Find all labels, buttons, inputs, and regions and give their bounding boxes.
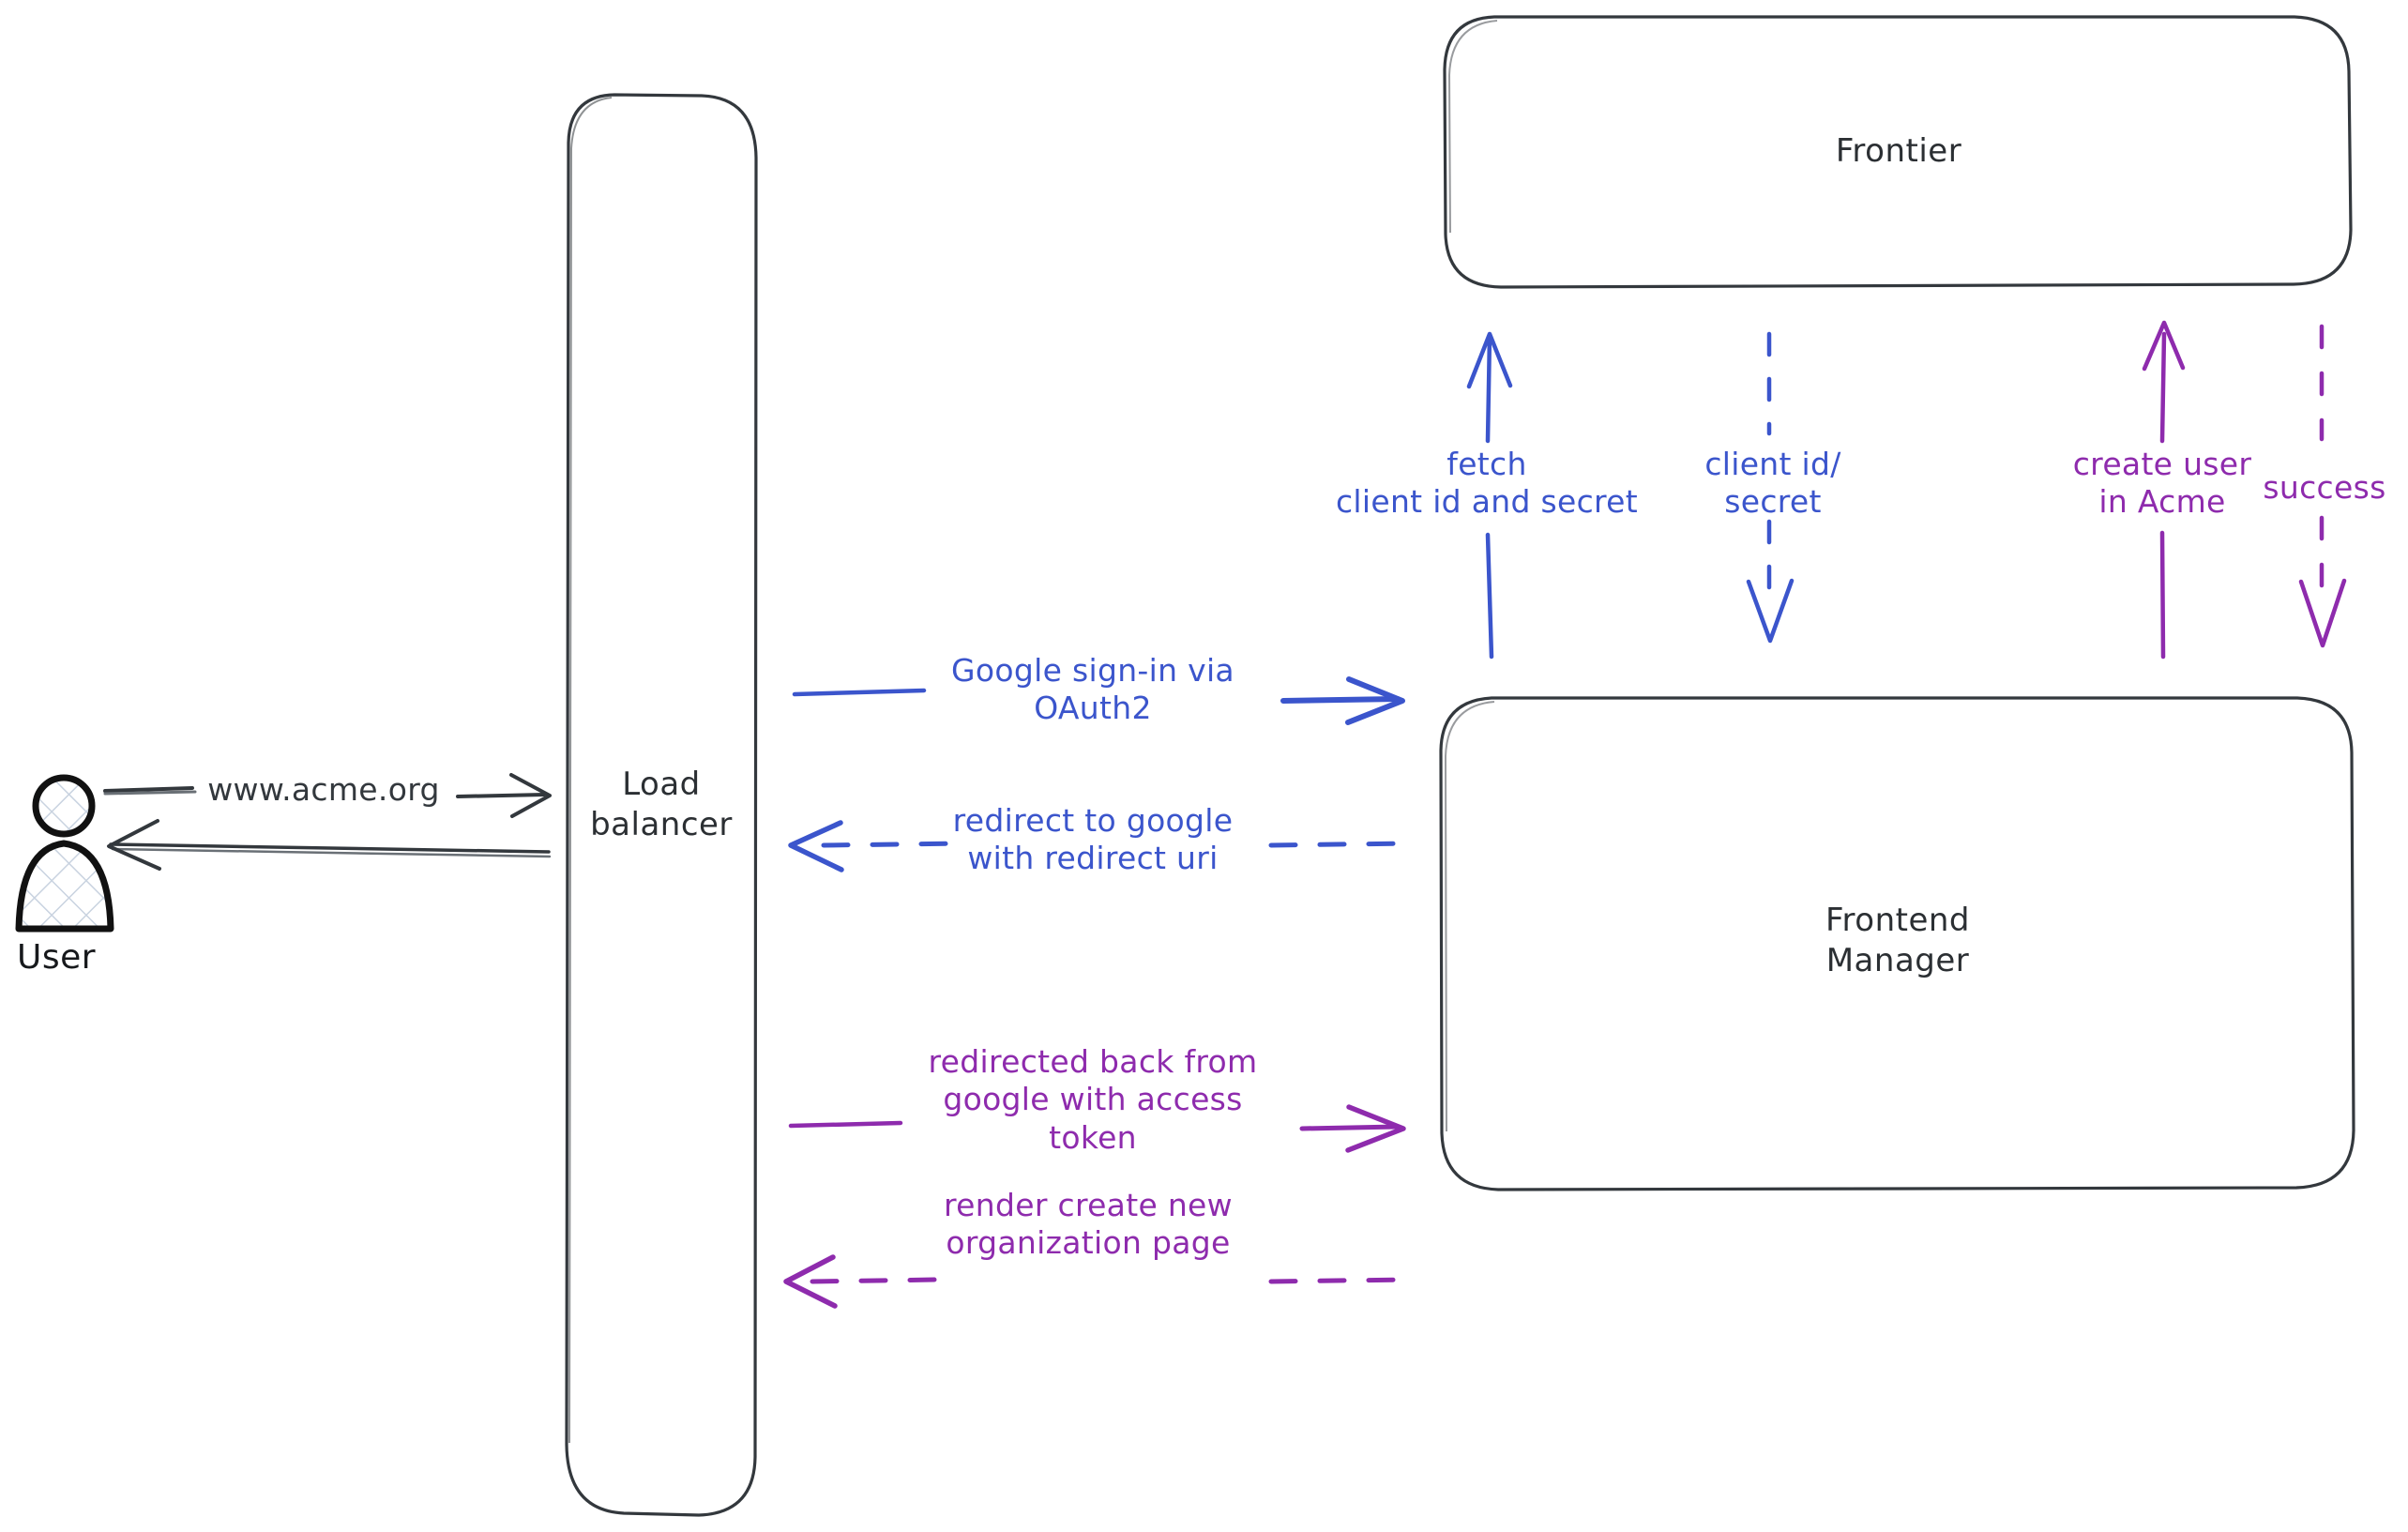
edge-lb-to-user <box>107 819 552 871</box>
edge-frontier-to-fm-success <box>2298 324 2347 648</box>
node-load-balancer[interactable] <box>565 93 758 1517</box>
edge-label-user-to-lb: www.acme.org <box>207 771 440 808</box>
edge-fm-to-frontier-fetch <box>1466 331 1513 660</box>
person-icon[interactable] <box>15 774 114 933</box>
edge-label-fm-to-lb-redirect: redirect to google with redirect uri <box>952 802 1234 877</box>
edge-label-frontier-to-fm-success: success <box>2263 469 2386 506</box>
node-frontier[interactable] <box>1443 15 2353 289</box>
edge-fm-to-lb-render <box>783 1254 1410 1309</box>
edge-lb-to-fm-token <box>788 1104 1406 1153</box>
edge-frontier-to-fm-creds <box>1746 331 1795 644</box>
edge-lb-to-fm-signin <box>792 676 1405 725</box>
edge-user-to-lb <box>103 773 552 818</box>
edge-fm-to-lb-redirect <box>788 820 1410 872</box>
edge-label-lb-to-fm-token: redirected back from google with access … <box>928 1043 1258 1156</box>
edge-label-fm-to-frontier-fetch: fetch client id and secret <box>1335 446 1639 521</box>
node-frontend-manager[interactable] <box>1439 696 2355 1191</box>
edge-label-lb-to-fm-signin: Google sign-in via OAuth2 <box>951 652 1234 727</box>
edge-label-fm-to-lb-render: render create new organization page <box>944 1187 1233 1262</box>
edge-label-frontier-to-fm-creds: client id/ secret <box>1704 446 1841 521</box>
edge-label-fm-to-frontier-create: create user in Acme <box>2072 446 2252 521</box>
edge-fm-to-frontier-create <box>2142 320 2186 660</box>
actor-label-user: User <box>17 938 97 977</box>
